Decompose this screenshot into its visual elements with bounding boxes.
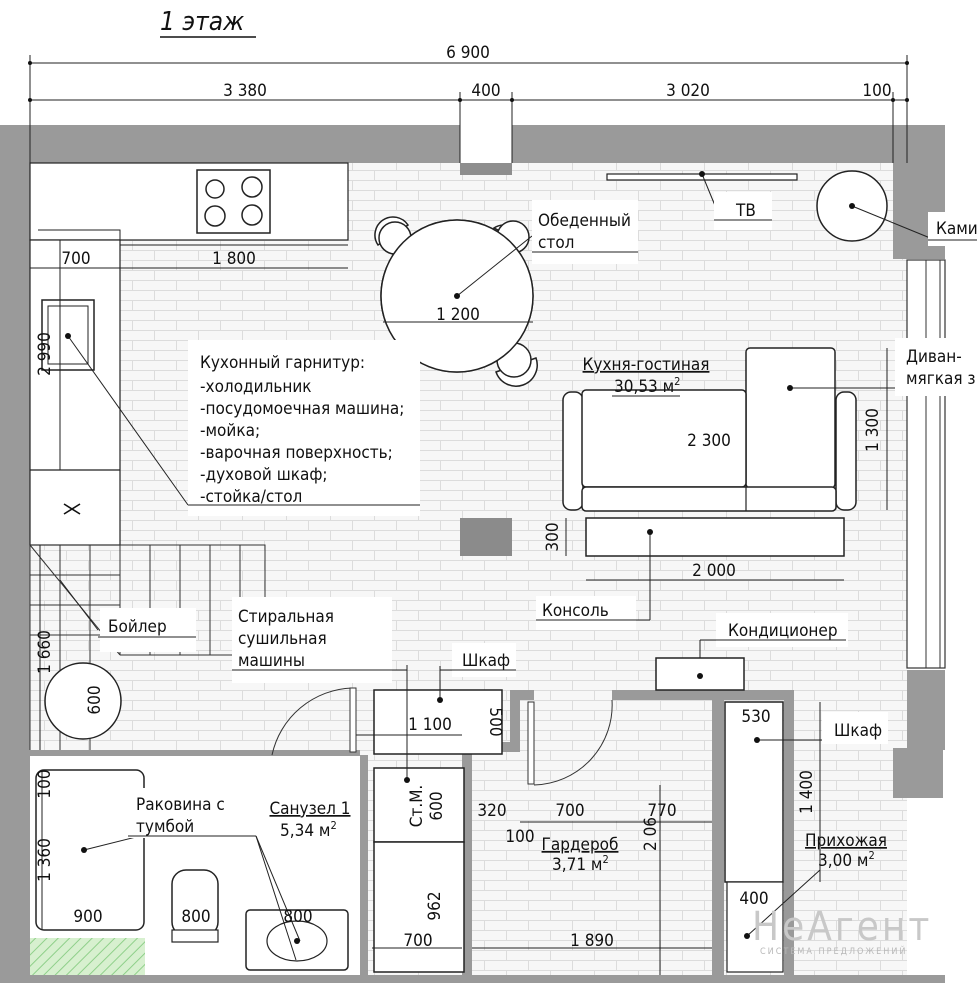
sink-label-1: Раковина с [136,795,225,815]
dim-800-toilet: 800 [181,907,210,927]
dim-cabinet-500: 500 [485,707,505,736]
dining-label-1: Обеденный [538,211,631,231]
dim-washer-600: 600 [427,791,447,820]
sofa-label-1: Диван- [906,347,962,367]
sofa [562,347,857,512]
dim-1890: 1 890 [570,931,614,951]
bath-name: Санузел 1 [269,799,350,819]
watermark-sub: СИСТЕМА ПРЕДЛОЖЕНИЙ [760,945,907,957]
dim-console-2000: 2 000 [692,561,736,581]
dim-kitchen-1800: 1 800 [212,249,256,269]
kitchen-counter [29,162,349,546]
stm-label: Ст.М. [407,785,427,828]
dim-sofa-1300: 1 300 [863,408,883,452]
washer [373,767,465,843]
hall-cabinet [724,701,784,883]
svg-text:-посудомоечная машина;: -посудомоечная машина; [200,399,404,419]
dim-900: 900 [73,907,102,927]
dim-boiler-1660: 1 660 [35,630,55,674]
dim-kitchen-2990: 2 990 [35,332,55,376]
hall-cabinet-label: Шкаф [834,721,882,741]
dim-100: 100 [35,769,55,798]
svg-text:машины: машины [238,651,305,671]
dim-kitchen-700: 700 [61,249,90,269]
fireplace-label: Камин [936,219,977,239]
floor-title: 1 этаж [160,7,244,37]
leader-lines [59,173,936,961]
closet-name: Гардероб [542,835,619,855]
cabinet-label: Шкаф [462,651,510,671]
svg-text:-стойка/стол: -стойка/стол [200,487,302,507]
outer-walls [0,125,945,983]
dim-seg3: 3 020 [666,81,710,101]
dim-700-bottom: 700 [403,931,432,951]
bath-area: 5,34 м2 [280,819,337,841]
dim-320: 320 [477,801,506,821]
dim-table: 1 200 [436,305,480,325]
svg-text:-варочная поверхность;: -варочная поверхность; [200,443,393,463]
sofa-label-2: мягкая з [906,369,976,389]
svg-text:-духовой шкаф;: -духовой шкаф; [200,465,328,485]
sink-label-2: тумбой [136,817,194,837]
rug-square [460,518,512,556]
dim-washer-962: 962 [425,891,445,920]
dim-seg4: 100 [862,81,891,101]
dim-400: 400 [739,889,768,909]
window-top [460,163,512,175]
dim-seg1: 3 380 [223,81,267,101]
dim-1360: 1 360 [35,838,55,882]
dim-seg2: 400 [471,81,500,101]
dining-label-2: стол [538,233,574,253]
boiler [44,662,122,740]
kitchen-label: Кухонный гарнитур: -холодильник -посудом… [200,353,404,507]
dim-700-closet: 700 [555,801,584,821]
dim-100-b: 100 [505,827,534,847]
closet-area: 3,71 м2 [552,853,609,875]
dim-770: 770 [647,801,676,821]
dim-cabinet-1100: 1 100 [408,715,452,735]
ac-label: Кондиционер [728,621,838,641]
dimension-lines [29,55,908,975]
washer-label: Стиральная сушильная машины [238,607,334,671]
svg-text:Стиральная: Стиральная [238,607,334,627]
svg-text:Кухонный гарнитур:: Кухонный гарнитур: [200,353,365,373]
dim-boiler-600: 600 [85,685,105,714]
living-area: 30,53 м2 [614,375,680,397]
dim-hall-530: 530 [741,707,770,727]
svg-text:сушильная: сушильная [238,629,327,649]
bathtub [35,769,145,931]
svg-text:-холодильник: -холодильник [200,377,312,397]
hallway-name: Прихожая [805,831,887,851]
dim-console-300: 300 [543,522,563,551]
dim-total: 6 900 [446,43,490,63]
dim-2060: 2 06 [641,817,661,851]
shower-tray [30,938,145,975]
hallway-area: 3,00 м2 [818,849,875,871]
dim-800-sink: 800 [283,907,312,927]
living-name: Кухня-гостиная [583,355,710,375]
watermark: НеАгент [752,904,932,950]
boiler-label: Бойлер [108,617,167,637]
dim-sofa-2300: 2 300 [687,431,731,451]
dryer [373,841,465,973]
console-label: Консоль [542,601,609,621]
console [585,517,845,557]
svg-text:-мойка;: -мойка; [200,421,260,441]
tv-label: ТВ [735,201,756,221]
dim-hall-1400: 1 400 [797,770,817,814]
